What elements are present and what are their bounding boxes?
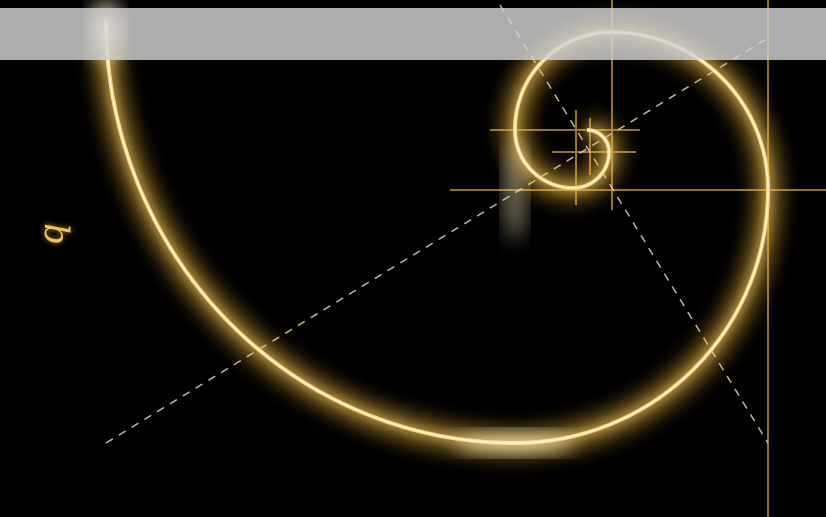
spiral-glow — [106, 20, 768, 443]
flare-bottom — [455, 433, 575, 453]
top-bar-overlay — [0, 8, 826, 60]
flare-mid — [505, 140, 525, 240]
side-label-b: b — [36, 214, 76, 254]
